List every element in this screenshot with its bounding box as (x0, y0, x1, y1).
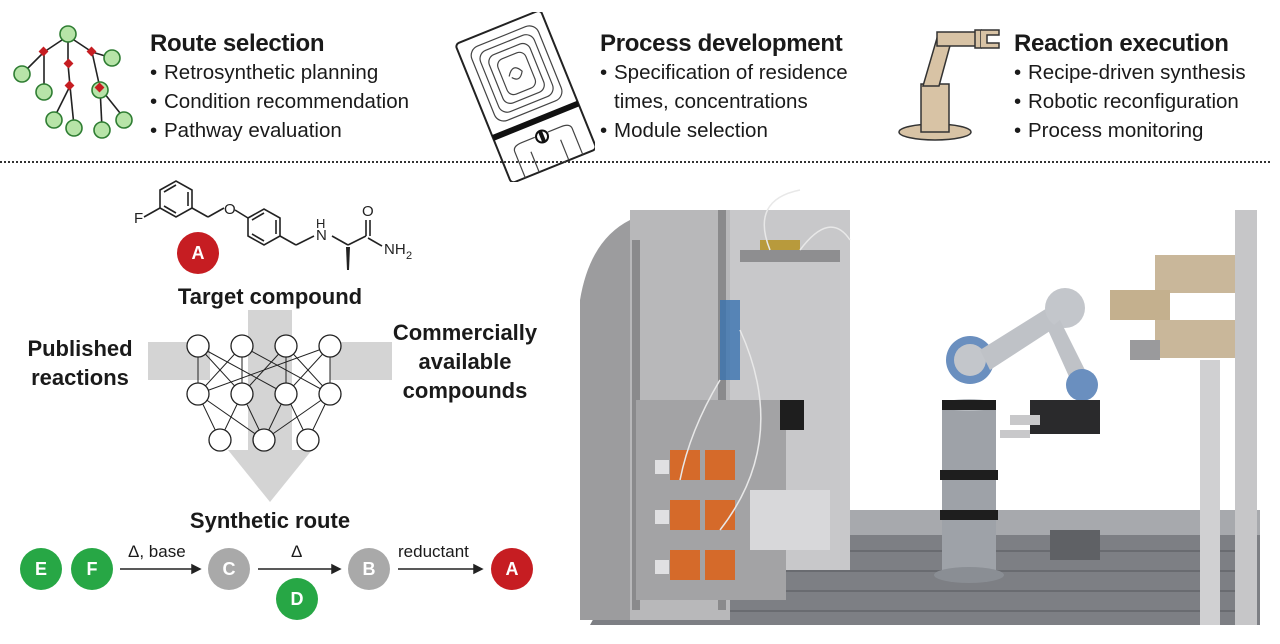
commercial-compounds-label: Commercially available compounds (392, 320, 538, 403)
neural-network-icon (148, 310, 392, 502)
step3-conditions: reductant (398, 542, 469, 561)
target-compound-label: Target compound (177, 284, 363, 309)
reaction-execution-block: Reaction execution •Recipe-driven synthe… (1014, 30, 1246, 145)
atom-nh2-label: NH (384, 241, 406, 258)
route-selection-block: Route selection •Retrosynthetic planning… (150, 30, 409, 145)
flow-chip-icon (455, 12, 595, 182)
atom-h-label: H (316, 216, 325, 231)
atom-o-ether-label: O (224, 201, 236, 218)
section-divider (0, 161, 1270, 163)
compound-b: B (348, 548, 390, 590)
compound-c: C (208, 548, 250, 590)
compound-f: F (71, 548, 113, 590)
atom-f-label: F (134, 210, 143, 227)
bullet-item: times, concentrations (614, 90, 808, 113)
compound-d: D (276, 578, 318, 620)
bullet-item: •Retrosynthetic planning (150, 61, 379, 84)
bullet-item: •Specification of residence (600, 61, 848, 84)
atom-o-carbonyl-label: O (362, 203, 374, 220)
route-selection-title: Route selection (150, 30, 325, 57)
retrosynthesis-tree-icon (13, 25, 133, 139)
bullet-item: •Robotic reconfiguration (1014, 90, 1239, 113)
compound-e: E (20, 548, 62, 590)
compound-a: A (491, 548, 533, 590)
process-development-bullets: •Specification of residence times, conce… (600, 58, 848, 145)
platform-photo (580, 189, 1260, 625)
route-arrows (120, 563, 484, 575)
published-reactions-label: Published reactions (27, 336, 133, 390)
route-selection-bullets: •Retrosynthetic planning •Condition reco… (150, 58, 409, 145)
atom-nh2-subscript: 2 (406, 250, 412, 262)
reaction-execution-bullets: •Recipe-driven synthesis •Robotic reconf… (1014, 58, 1246, 145)
target-badge-a: A (177, 232, 219, 274)
target-molecule-structure: F O N H O NH 2 (134, 180, 412, 270)
robot-arm-icon (898, 29, 1000, 141)
step1-conditions: Δ, base (128, 542, 186, 561)
atom-n-label: N (316, 227, 327, 244)
bullet-item: •Module selection (600, 119, 768, 142)
bullet-item: •Pathway evaluation (150, 119, 342, 142)
synthetic-route-label: Synthetic route (189, 508, 351, 533)
step2-conditions: Δ (291, 542, 303, 561)
bullet-item: •Condition recommendation (150, 90, 409, 113)
bullet-item: •Process monitoring (1014, 119, 1204, 142)
process-development-title: Process development (600, 30, 843, 57)
bullet-item: •Recipe-driven synthesis (1014, 61, 1246, 84)
process-development-block: Process development •Specification of re… (600, 30, 848, 145)
reaction-execution-title: Reaction execution (1014, 30, 1229, 57)
